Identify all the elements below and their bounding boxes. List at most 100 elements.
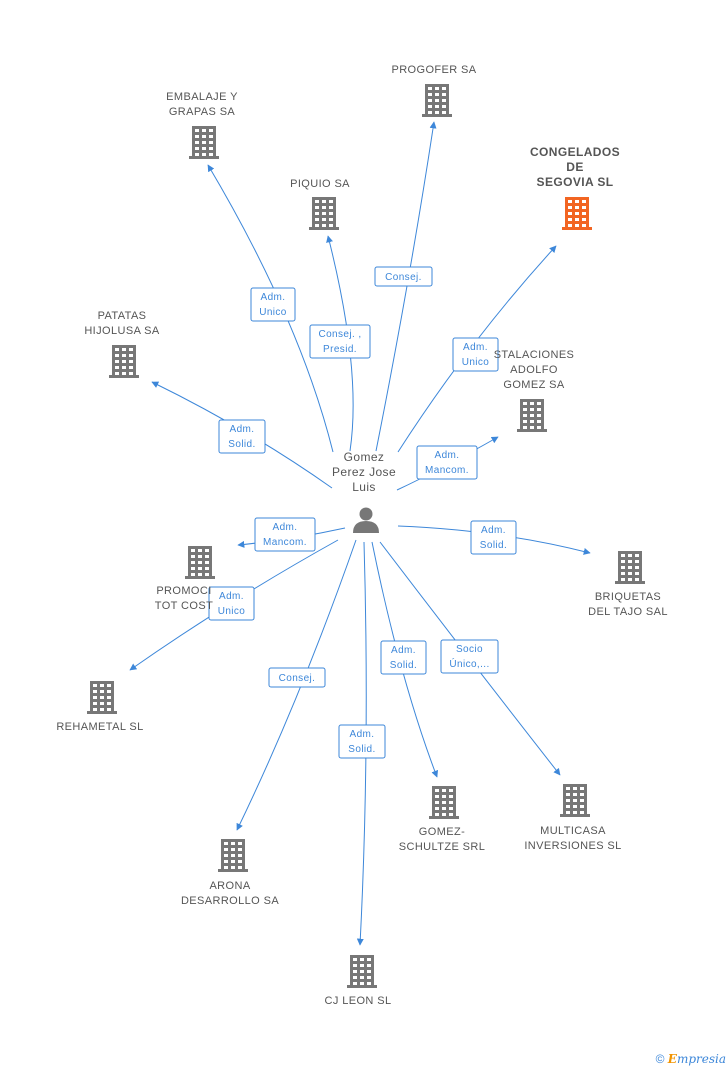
company-node-rehametal[interactable]: REHAMETAL SL: [56, 681, 143, 733]
relation-label-text: Único,...: [449, 657, 489, 670]
company-node-patatas[interactable]: PATATAS HIJOLUSA SA: [84, 310, 160, 378]
company-label: PIQUIO SA: [290, 178, 350, 190]
company-label: DEL TAJO SAL: [588, 606, 668, 618]
relation-label-text: Unico: [259, 307, 287, 318]
building-icon: [218, 839, 248, 872]
building-icon: [347, 955, 377, 988]
relation-arona: Consej.: [236, 539, 357, 831]
building-icon: [517, 399, 547, 432]
relation-label[interactable]: Adm. Unico: [452, 337, 499, 372]
relation-label-text: Adm.: [350, 729, 375, 740]
company-node-briquetas[interactable]: BRIQUETAS DEL TAJO SAL: [588, 551, 668, 618]
relation-label[interactable]: Adm.Solid.: [218, 419, 266, 454]
relation-label-text: Consej.: [385, 272, 422, 283]
person-name: Gomez: [344, 450, 385, 464]
company-node-gomez_schultze[interactable]: GOMEZ- SCHULTZE SRL: [399, 786, 486, 853]
company-label: STALACIONES: [494, 349, 575, 361]
company-node-promocion[interactable]: PROMOCI TOT COST: [155, 546, 215, 612]
company-label: DE: [566, 160, 583, 174]
relation-progofer: Consej.: [374, 121, 437, 452]
company-label: PROGOFER SA: [391, 64, 476, 76]
relation-patatas: Adm.Solid.: [151, 381, 333, 489]
company-label: SEGOVIA SL: [537, 175, 614, 189]
building-icon: [109, 345, 139, 378]
building-icon: [87, 681, 117, 714]
relation-cjleon: Adm. Solid.: [338, 541, 386, 946]
person-icon: [353, 507, 379, 533]
building-icon: [560, 784, 590, 817]
copyright-symbol: ©: [655, 1052, 665, 1066]
relation-label-text: Unico: [218, 606, 246, 617]
relation-label[interactable]: Adm. Solid.: [380, 640, 427, 675]
relation-label-text: Consej. ,: [318, 329, 361, 340]
company-label: REHAMETAL SL: [56, 721, 143, 733]
relation-label-text: Solid.: [348, 744, 375, 755]
relation-label-text: Socio: [456, 644, 483, 655]
company-label: PROMOCI: [156, 585, 211, 597]
relation-label-text: Adm.: [261, 292, 286, 303]
building-icon: [615, 551, 645, 584]
relation-label-text: Adm.: [463, 342, 488, 353]
relation-label-text: Presid.: [323, 344, 357, 355]
building-icon: [309, 197, 339, 230]
company-label: SCHULTZE SRL: [399, 841, 486, 853]
building-icon: [562, 197, 592, 230]
company-label: BRIQUETAS: [595, 591, 661, 603]
company-label: TOT COST: [155, 600, 213, 612]
company-label: GRAPAS SA: [169, 106, 236, 118]
relation-label[interactable]: Consej.: [374, 266, 433, 287]
relation-instalaciones: Adm.Mancom.: [396, 436, 499, 491]
relation-label-text: Unico: [462, 357, 490, 368]
relation-label-text: Adm.: [481, 525, 506, 536]
brand-name: mpresia: [676, 1052, 726, 1066]
building-icon: [422, 84, 452, 117]
relation-label[interactable]: Adm. Unico: [250, 287, 296, 322]
relation-label[interactable]: Adm. Solid.: [470, 520, 517, 555]
relation-label[interactable]: SocioÚnico,...: [440, 639, 499, 674]
relation-promocion: Adm. Mancom.: [237, 517, 346, 552]
company-node-piquio[interactable]: PIQUIO SA: [290, 178, 350, 230]
company-label: ADOLFO: [510, 364, 558, 376]
relation-label[interactable]: Adm. Mancom.: [254, 517, 316, 552]
company-node-cjleon[interactable]: CJ LEON SL: [325, 955, 392, 1007]
relation-label-text: Adm.: [273, 522, 298, 533]
company-label: GOMEZ-: [419, 826, 465, 838]
relation-label-text: Adm.: [219, 591, 244, 602]
relation-label-text: Adm.: [391, 645, 416, 656]
relation-label-text: Mancom.: [263, 537, 307, 548]
relation-embalaje: Adm. Unico: [207, 164, 334, 453]
company-label: GOMEZ SA: [503, 379, 565, 391]
company-label: HIJOLUSA SA: [84, 325, 160, 337]
relation-label[interactable]: Adm. Solid.: [338, 724, 386, 759]
company-label: INVERSIONES SL: [524, 840, 621, 852]
relation-label[interactable]: Adm.Mancom.: [416, 445, 478, 480]
company-node-instalaciones[interactable]: STALACIONES ADOLFO GOMEZ SA: [494, 349, 575, 432]
relation-congelados: Adm. Unico: [397, 245, 557, 453]
company-label: CJ LEON SL: [325, 995, 392, 1007]
company-label: EMBALAJE Y: [166, 91, 238, 103]
relation-gomez_schultze: Adm. Solid.: [371, 541, 439, 778]
relation-label[interactable]: Consej. , Presid.: [309, 324, 371, 359]
company-node-embalaje[interactable]: EMBALAJE Y GRAPAS SA: [166, 91, 238, 159]
relation-briquetas: Adm. Solid.: [397, 520, 591, 555]
building-icon: [189, 126, 219, 159]
building-icon: [429, 786, 459, 819]
relation-label[interactable]: Adm. Unico: [208, 586, 255, 621]
relation-edge: [236, 539, 357, 831]
relation-label-text: Adm.: [435, 450, 460, 461]
relation-label-text: Solid.: [480, 540, 507, 551]
person-name: Luis: [352, 480, 376, 494]
relation-multicasa: SocioÚnico,...: [379, 541, 561, 776]
relation-label-text: Solid.: [390, 660, 417, 671]
company-label: CONGELADOS: [530, 145, 620, 159]
relation-label[interactable]: Consej.: [268, 667, 326, 688]
company-node-progofer[interactable]: PROGOFER SA: [391, 64, 476, 117]
company-label: ARONA: [209, 880, 250, 892]
relation-label-text: Solid.: [228, 439, 255, 450]
company-label: PATATAS: [98, 310, 147, 322]
